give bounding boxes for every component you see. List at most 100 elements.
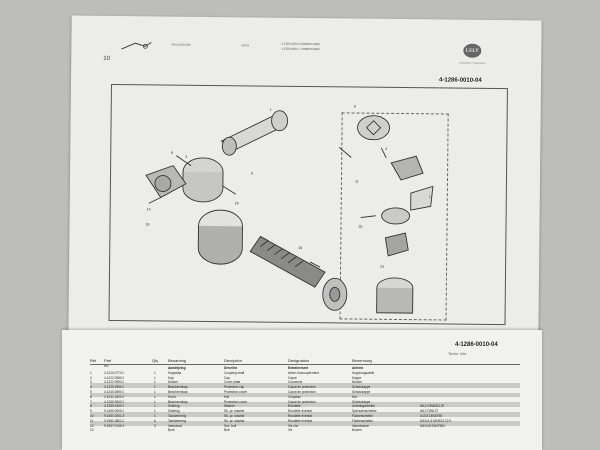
cell-qty: 1	[154, 394, 156, 399]
cell-ref: 10	[90, 414, 94, 418]
cell-qty: 1	[154, 399, 156, 404]
cell-qty: 1	[154, 380, 156, 385]
callout-9: 9	[354, 105, 356, 109]
cell-de: Deckel	[352, 380, 362, 385]
cell-en: Protection cover	[224, 390, 248, 394]
cell-nl: Sluitring	[168, 404, 180, 409]
cell-nl: Inbusbout	[168, 423, 183, 428]
cell-fr: Rondelle éventail	[288, 418, 313, 423]
col-header-ref: Ref	[90, 358, 97, 363]
cell-ref: 3	[90, 380, 92, 385]
cell-nl: Deksel	[168, 380, 178, 385]
cell-de: Unterlegscheibe	[352, 404, 376, 409]
cell-nl: Aandrijving	[168, 366, 186, 370]
cell-nl: Tandveerring	[168, 414, 187, 418]
cell-tech: M12x30 DIN7984	[420, 423, 445, 428]
cell-qty: 1	[154, 404, 156, 409]
cell-qty: 1	[154, 409, 156, 414]
cell-en: Protection cap	[224, 385, 245, 390]
cell-tech: A10,5 DIN6798	[420, 414, 442, 418]
cell-tech: A8,2 DIN137	[420, 409, 439, 414]
callout-16: 16	[145, 222, 149, 226]
cell-part: 9.1557.0136.3	[104, 423, 125, 428]
cell-fr: Capot de protection	[288, 385, 316, 390]
cell-nl: Koppelas	[168, 370, 182, 375]
cell-part: 4.1222.0980.0	[104, 375, 125, 380]
row-shade-12	[90, 421, 520, 427]
col-header-qty: Qty	[152, 358, 159, 363]
cell-fr: Couvercle	[288, 380, 303, 385]
row-shade-4	[90, 383, 520, 388]
cell-fr: Rondelle	[288, 404, 301, 409]
col-header-fr: Designation	[288, 358, 310, 363]
cell-fr: Entraînement	[288, 366, 309, 370]
cell-nl: Beschermkap	[168, 390, 188, 394]
row-shade-10	[90, 411, 520, 417]
cell-tech: A8,4 DIN6321-St	[420, 404, 445, 409]
cell-part: 4.1240.0690.0	[104, 390, 125, 394]
cell-part: 4.1222.0993.0	[104, 380, 125, 385]
table-document-number: 4-1286-0010-04	[455, 342, 498, 348]
catalog-page-diagram: SR-LEGENDE ISS-B 4.1285.0001.2 000064540…	[68, 15, 542, 341]
cell-part: 4.1280.1400.0	[104, 404, 125, 409]
header-divider	[90, 364, 520, 365]
callout-20: 20	[358, 225, 362, 229]
cell-ref: 4	[90, 385, 92, 390]
page-number: 10	[103, 55, 110, 62]
callout-7: 7	[429, 195, 431, 199]
cell-qty: 1	[154, 385, 156, 390]
cell-en: Sh.-pr. washer	[224, 418, 245, 423]
header-ref-1: 4.1285.0001.2 00006454006	[281, 41, 320, 47]
header-ref-2: 4.1285.0001.7 00006450006	[281, 46, 320, 52]
row-shade-8	[90, 402, 520, 407]
cell-nl: Sluitring	[168, 409, 180, 414]
callout-1: 1	[270, 108, 272, 112]
cell-de: Kappe	[352, 375, 362, 380]
cell-en: Cap	[224, 375, 230, 380]
cell-de: Fächerscheibe	[352, 414, 373, 418]
callout-18: 18	[235, 201, 239, 205]
cell-ref: 7	[90, 399, 92, 404]
exploded-diagram-frame: 14 16 8 3 6 1 18 19 9 4 11 7 20 23	[108, 83, 508, 326]
col-header-nl: Benaming	[168, 358, 187, 363]
cell-part: 9.1651.0001.8	[104, 414, 125, 418]
cell-part: 9.1981.0802.0	[104, 418, 125, 423]
callout-4: 4	[385, 147, 387, 151]
brand-logo: LELY	[463, 43, 482, 58]
cell-nl: Kap	[168, 375, 174, 380]
callout-6: 6	[251, 171, 253, 175]
cell-ref: 1	[90, 370, 92, 375]
cell-part: 4.1260.0940.0	[104, 399, 125, 404]
wrench-icon	[121, 41, 152, 50]
cell-en: Sh.-pr. washer	[224, 414, 245, 418]
cell-fr: Capot de protection	[288, 390, 316, 394]
exploded-driveline-drawing: 14 16 8 3 6 1 18 19 9 4 11 7 20 23	[145, 105, 434, 314]
cell-de: Bolzen	[352, 428, 362, 433]
cell-nl: Tandveerring	[168, 418, 187, 423]
cell-fr: Vis	[288, 428, 293, 433]
callout-14: 14	[147, 207, 151, 211]
cell-fr: Chapeau	[288, 394, 301, 399]
cell-de: Schutzkappe	[352, 390, 371, 394]
cell-en: Hat	[224, 394, 229, 399]
cell-en: Bolt	[224, 428, 230, 433]
col-header-en: Decription	[224, 358, 243, 363]
cell-en: Protection cover	[224, 399, 248, 404]
cell-qty: 6	[154, 418, 156, 423]
cell-ref: 9	[90, 409, 92, 414]
cell-en: Coupling shaft	[224, 370, 245, 375]
cell-qty: 1	[154, 375, 156, 380]
cell-de: Inbusbolzen	[352, 423, 370, 428]
cell-part: 4.1220.1990.0	[104, 385, 125, 390]
cell-fr: Capot	[288, 375, 297, 380]
cell-ref: 11	[90, 418, 94, 423]
cell-part: 4.1241.1600.0	[104, 394, 125, 399]
cell-en: Cover plate	[224, 380, 241, 385]
col-header-de: Benennung	[352, 358, 373, 363]
col-header-part: Part no	[104, 358, 112, 368]
cell-qty: 1	[154, 390, 156, 394]
header-legend: SR-LEGENDE	[171, 42, 191, 47]
cell-nl: Hoed	[168, 394, 176, 399]
callout-labels: 14 16 8 3 6 1 18 19 9 4 11 7 20 23	[145, 105, 431, 269]
callout-8: 8	[171, 151, 173, 155]
